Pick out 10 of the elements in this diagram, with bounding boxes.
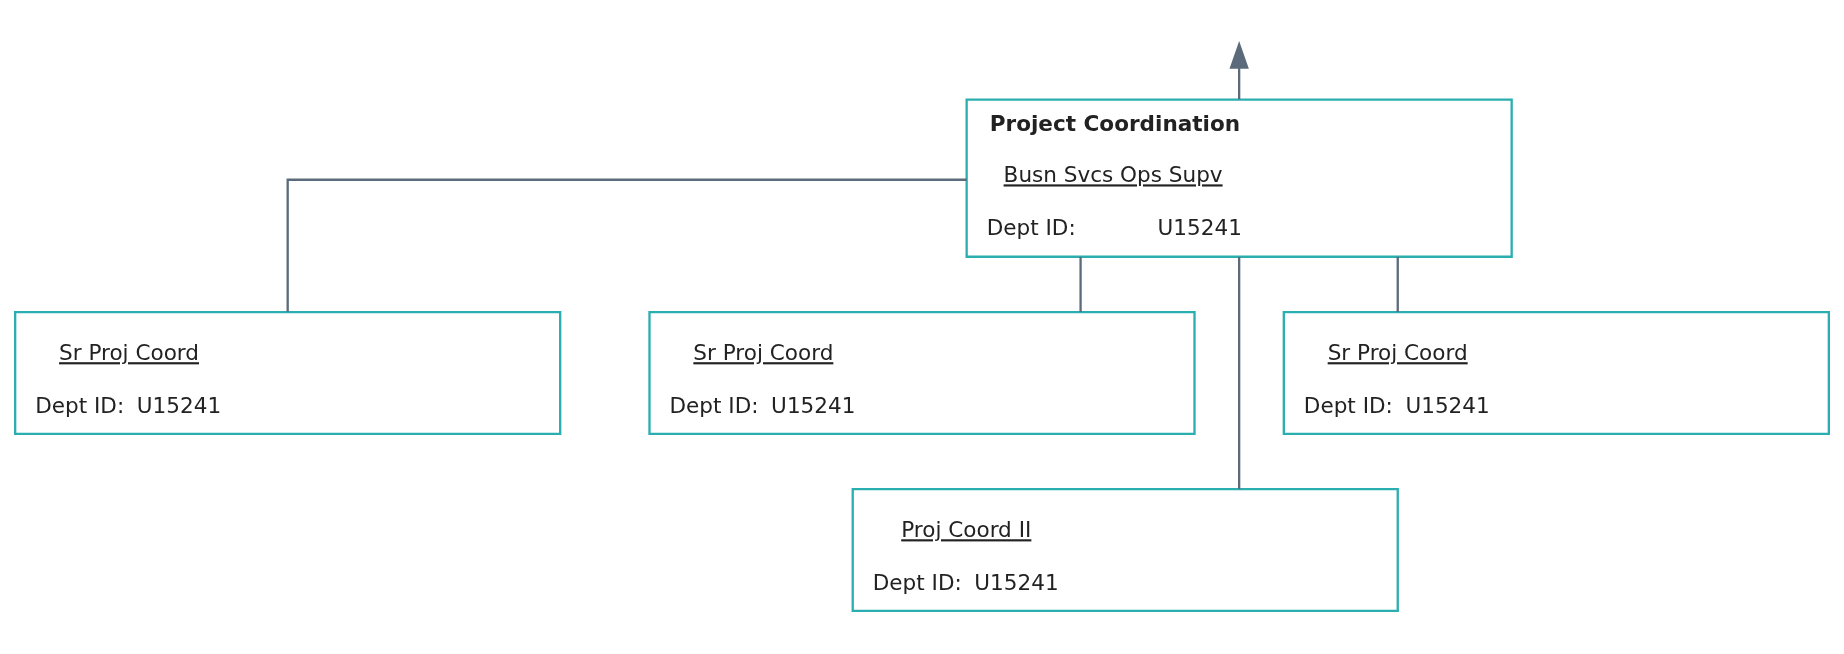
node-box: Sr Proj Coord Dept ID: U15241 bbox=[14, 311, 562, 435]
arrow bbox=[1229, 41, 1249, 100]
node-box: Sr Proj Coord Dept ID: U15241 bbox=[1282, 311, 1830, 435]
connector bbox=[1396, 256, 1399, 312]
node-box: Project Coordination Busn Svcs Ops Supv Dept ID: U15241 bbox=[965, 98, 1513, 258]
connector bbox=[286, 178, 967, 312]
node-box: Sr Proj Coord Dept ID: U15241 bbox=[648, 311, 1196, 435]
connector bbox=[1079, 256, 1082, 312]
connector bbox=[1238, 257, 1241, 490]
node-box: Proj Coord II Dept ID: U15241 bbox=[851, 488, 1399, 612]
